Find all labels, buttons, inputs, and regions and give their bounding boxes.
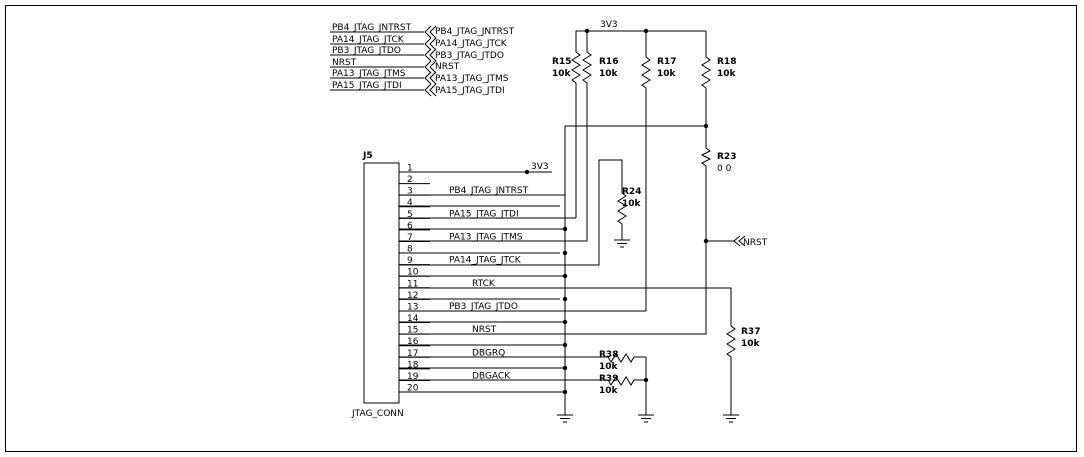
resistor-value: 10k — [657, 69, 677, 79]
port-label-left: NRST — [332, 58, 357, 68]
port-chevrons — [424, 25, 437, 97]
resistor-ref: R23 — [717, 152, 736, 162]
connector-pin-net: PB3_JTAG_JTDO — [449, 302, 518, 312]
connector-pin-net: PB4_JTAG_JNTRST — [449, 186, 529, 196]
port-label-right: PA14_JTAG_JTCK — [435, 39, 508, 49]
resistor-ref: R18 — [717, 57, 736, 67]
connector-pin-number: 6 — [407, 221, 413, 231]
connector-pin-number: 17 — [407, 349, 418, 359]
connector-pin-number: 13 — [407, 302, 418, 312]
power-rail: 3V3 — [575, 20, 707, 48]
jtag-connector: J5 JTAG_CONN 12 3 PB4_JTAG_JNTRST 4 5 PA15_JT… — [351, 151, 529, 419]
port-label-right: PA13_JTAG_JTMS — [435, 74, 509, 84]
resistor-r23 — [700, 140, 712, 172]
connector-pin-number: 16 — [407, 337, 419, 347]
port-label-left: PB3_JTAG_JTDO — [332, 46, 401, 56]
connector-pin-number: 5 — [407, 210, 413, 220]
power-net-label: 3V3 — [600, 20, 618, 30]
port-label-right: PA15_JTAG_JTDI — [435, 86, 505, 96]
port-label-right: NRST — [435, 62, 460, 72]
connector-pin-number: 1 — [407, 164, 413, 174]
connector-pin-number: 14 — [407, 314, 419, 324]
resistor-r17 — [641, 48, 651, 95]
port-label-right: PB3_JTAG_JTDO — [435, 51, 504, 61]
connector-pin-number: 12 — [407, 291, 418, 301]
connector-pin-number: 8 — [407, 245, 413, 255]
resistor-ref: R37 — [741, 327, 760, 337]
connector-pin-number: 2 — [407, 175, 413, 185]
connector-pin-net: PA14_JTAG_JTCK — [449, 256, 522, 266]
connector-pin-number: 19 — [407, 372, 419, 382]
connector-pin-net: DBGACK — [472, 371, 511, 381]
resistor-value: 10k — [741, 339, 761, 349]
resistor-value: 10k — [717, 69, 737, 79]
pin1-power-label: 3V3 — [531, 162, 549, 172]
ground-symbol — [557, 414, 573, 423]
junction-dots — [562, 226, 649, 395]
connector-pin-net: RTCK — [472, 279, 496, 289]
ground-symbol — [614, 239, 630, 248]
connector-pin-net: PA15_JTAG_JTDI — [449, 209, 519, 219]
resistor-ref: R17 — [657, 57, 676, 67]
connector-value: JTAG_CONN — [351, 409, 404, 419]
connector-pin-number: 9 — [407, 256, 413, 266]
connector-pin-net: NRST — [472, 325, 497, 335]
port-label-left: PB4_JTAG_JNTRST — [332, 23, 412, 33]
connector-pin-number: 7 — [407, 233, 413, 243]
resistor-value: 10k — [599, 386, 619, 396]
resistor-r38 — [598, 353, 646, 363]
resistor-labels: R15 10k R16 10k R17 10k R18 10k R23 0 0 … — [552, 57, 761, 396]
resistor-ref: R15 — [552, 57, 571, 67]
port-label-underlines — [330, 31, 424, 91]
nrst-port-chevron — [733, 235, 746, 247]
resistor-r37 — [726, 318, 736, 365]
connector-ref: J5 — [362, 151, 373, 161]
ground-symbol — [723, 414, 739, 423]
resistor-r18 — [701, 48, 711, 95]
resistor-ref: R16 — [599, 57, 618, 67]
connector-pin-net: PA13_JTAG_JTMS — [449, 232, 523, 242]
connector-pin-number: 18 — [407, 360, 419, 370]
resistor-value: 0 0 — [717, 164, 732, 174]
port-label-left: PA15_JTAG_JTDI — [332, 81, 402, 91]
nrst-port-label: NRST — [743, 238, 768, 248]
resistor-ref: R39 — [599, 374, 618, 384]
port-label-right: PB4_JTAG_JNTRST — [435, 27, 515, 37]
resistor-value: 10k — [622, 199, 642, 209]
net-wires: 3V3 NRST — [399, 92, 768, 415]
connector-pins: 12 3 PB4_JTAG_JNTRST 4 5 PA15_JTAG_JTDI 6 7 PA13… — [399, 164, 529, 394]
port-label-group: PB4_JTAG_JNTRST PA14_JTAG_JTCK PB3_JTAG_… — [330, 23, 515, 97]
resistor-value: 10k — [552, 69, 572, 79]
port-label-left: PA13_JTAG_JTMS — [332, 69, 406, 79]
sheet-border — [5, 5, 1077, 452]
connector-pin-number: 15 — [407, 326, 418, 336]
port-label-left: PA14_JTAG_JTCK — [332, 35, 405, 45]
resistor-value: 10k — [599, 69, 619, 79]
connector-body — [363, 162, 400, 404]
resistor-r24 — [617, 186, 627, 230]
connector-pin-net: DBGRQ — [472, 348, 505, 358]
connector-pin-number: 11 — [407, 279, 418, 289]
resistor-value: 10k — [599, 362, 619, 372]
resistor-r15 — [571, 42, 581, 92]
connector-pin-number: 20 — [407, 384, 419, 394]
resistor-r39 — [598, 376, 646, 386]
resistor-ref: R38 — [599, 350, 618, 360]
connector-pin-number: 4 — [407, 198, 413, 208]
resistor-ref: R24 — [622, 187, 641, 197]
resistor-r16 — [582, 42, 592, 92]
connector-pin-number: 10 — [407, 268, 419, 278]
ground-symbol — [638, 414, 654, 423]
connector-pin-number: 3 — [407, 187, 413, 197]
